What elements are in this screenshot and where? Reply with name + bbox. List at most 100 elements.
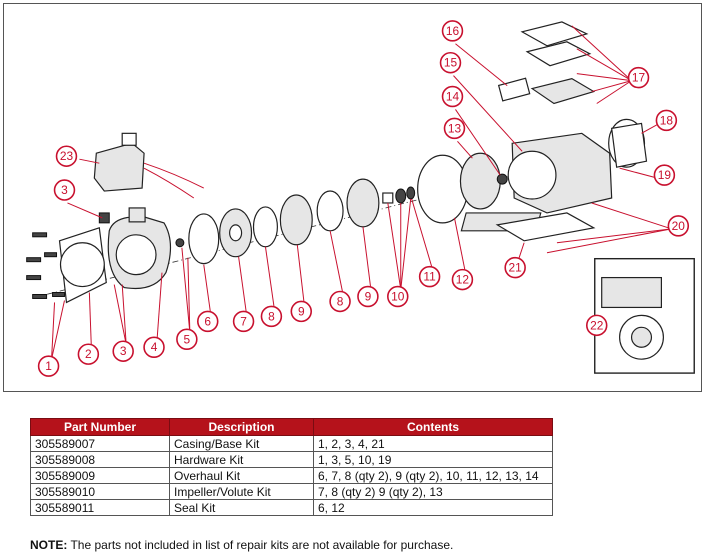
cell-description: Hardware Kit bbox=[169, 451, 314, 468]
part-impeller-b bbox=[346, 178, 380, 228]
callout-number: 1 bbox=[45, 359, 52, 373]
table-row: 305589009 Overhaul Kit 6, 7, 8 (qty 2), … bbox=[30, 467, 553, 484]
callout-8b: 8 bbox=[329, 290, 351, 313]
callout-number: 21 bbox=[509, 261, 523, 275]
callout-number: 5 bbox=[184, 332, 191, 346]
part-terminal-box bbox=[520, 21, 596, 105]
part-pressure-controller bbox=[93, 132, 204, 199]
table-row: 305589010 Impeller/Volute Kit 7, 8 (qty … bbox=[30, 483, 553, 500]
callout-23: 23 bbox=[55, 145, 78, 167]
callout-number: 15 bbox=[444, 56, 458, 70]
callout-6: 6 bbox=[197, 310, 219, 333]
repair-kits-table: Part Number Description Contents 3055890… bbox=[30, 418, 553, 516]
callout-number: 12 bbox=[456, 273, 470, 287]
callout-number: 17 bbox=[632, 71, 646, 85]
purchase-note: NOTE: The parts not included in list of … bbox=[30, 538, 453, 552]
callout-15: 15 bbox=[439, 51, 462, 74]
callout-12: 12 bbox=[451, 268, 474, 291]
cell-contents: 6, 12 bbox=[313, 499, 553, 516]
callout-14: 14 bbox=[441, 85, 464, 108]
header-description: Description bbox=[169, 418, 314, 436]
callout-13: 13 bbox=[443, 117, 466, 140]
part-motor bbox=[460, 132, 613, 232]
callout-number: 19 bbox=[658, 168, 672, 182]
cell-description: Seal Kit bbox=[169, 499, 314, 516]
callout-number: 7 bbox=[240, 314, 247, 328]
callout-number: 3 bbox=[120, 344, 127, 358]
callout-number: 20 bbox=[672, 219, 686, 233]
callout-number: 18 bbox=[660, 113, 674, 127]
callout-5: 5 bbox=[176, 328, 198, 351]
cell-contents: 1, 2, 3, 4, 21 bbox=[313, 435, 553, 452]
part-base-plate bbox=[495, 212, 596, 242]
callout-19: 19 bbox=[653, 164, 676, 186]
callout-1: 1 bbox=[37, 355, 60, 377]
callout-16: 16 bbox=[441, 20, 464, 42]
part-capacitor bbox=[497, 77, 531, 102]
callout-number: 16 bbox=[446, 24, 460, 38]
table-row: 305589007 Casing/Base Kit 1, 2, 3, 4, 21 bbox=[30, 435, 553, 452]
cell-contents: 6, 7, 8 (qty 2), 9 (qty 2), 10, 11, 12, … bbox=[313, 467, 553, 484]
table-header-row: Part Number Description Contents bbox=[30, 418, 553, 436]
part-seal-parts bbox=[382, 186, 416, 204]
part-fan-cover bbox=[608, 118, 648, 168]
header-part-number: Part Number bbox=[30, 418, 170, 436]
part-stage-plate-b bbox=[316, 190, 344, 232]
leader-lines bbox=[51, 25, 672, 360]
part-nut bbox=[175, 238, 185, 248]
callout-8a: 8 bbox=[260, 305, 283, 328]
part-stage-plate-a bbox=[252, 206, 278, 248]
callout-number: 11 bbox=[423, 270, 436, 284]
cell-description: Impeller/Volute Kit bbox=[169, 483, 314, 500]
callout-22: 22 bbox=[585, 314, 608, 337]
callout-7: 7 bbox=[232, 310, 255, 333]
part-adapter bbox=[459, 152, 501, 210]
callout-number: 6 bbox=[204, 314, 211, 328]
note-text: The parts not included in list of repair… bbox=[67, 538, 454, 552]
part-fitting bbox=[98, 212, 110, 224]
callout-18: 18 bbox=[655, 109, 678, 132]
callout-number: 10 bbox=[391, 289, 405, 303]
cell-description: Casing/Base Kit bbox=[169, 435, 314, 452]
table-row: 305589011 Seal Kit 6, 12 bbox=[30, 499, 553, 516]
callout-2: 2 bbox=[77, 343, 100, 365]
callout-number: 22 bbox=[590, 318, 604, 332]
callout-9a: 9 bbox=[290, 300, 313, 323]
part-bolts bbox=[26, 232, 65, 299]
cell-part-number: 305589011 bbox=[30, 499, 170, 516]
callout-number: 13 bbox=[448, 121, 462, 135]
table-row: 305589008 Hardware Kit 1, 3, 5, 10, 19 bbox=[30, 451, 553, 468]
callout-number: 9 bbox=[365, 289, 372, 303]
part-large-o-ring bbox=[417, 154, 469, 224]
cell-part-number: 305589009 bbox=[30, 467, 170, 484]
part-washer bbox=[496, 173, 508, 185]
callout-number: 8 bbox=[337, 294, 344, 308]
callout-3b: 3 bbox=[112, 340, 134, 362]
callout-number: 2 bbox=[85, 347, 92, 361]
part-diffuser bbox=[219, 208, 253, 258]
part-o-ring bbox=[188, 213, 220, 265]
note-label: NOTE: bbox=[30, 538, 68, 552]
callout-3a: 3 bbox=[53, 179, 76, 201]
cell-contents: 7, 8 (qty 2) 9 (qty 2), 13 bbox=[313, 483, 553, 500]
callout-20: 20 bbox=[667, 215, 690, 237]
part-casing-flange bbox=[58, 227, 107, 304]
callout-21: 21 bbox=[504, 256, 526, 279]
cell-part-number: 305589010 bbox=[30, 483, 170, 500]
cell-contents: 1, 3, 5, 10, 19 bbox=[313, 451, 553, 468]
callout-10: 10 bbox=[387, 285, 409, 308]
callout-11: 11 bbox=[418, 265, 441, 288]
part-impeller-a bbox=[279, 194, 313, 246]
part-volute-casing bbox=[107, 207, 172, 290]
callout-number: 23 bbox=[60, 149, 74, 163]
callout-9b: 9 bbox=[357, 285, 379, 308]
callout-number: 8 bbox=[268, 309, 275, 323]
cell-part-number: 305589008 bbox=[30, 451, 170, 468]
callout-17: 17 bbox=[627, 66, 650, 89]
callout-4: 4 bbox=[143, 336, 165, 358]
header-contents: Contents bbox=[313, 418, 553, 436]
inset-assembled-view bbox=[594, 257, 695, 374]
